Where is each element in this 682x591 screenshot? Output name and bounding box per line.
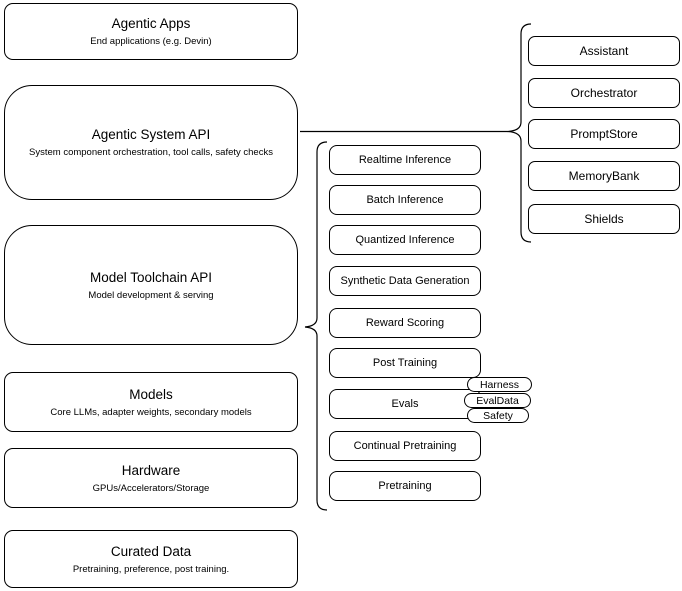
node-hardware: Hardware GPUs/Accelerators/Storage: [4, 448, 298, 508]
node-reward-scoring: Reward Scoring: [329, 308, 481, 338]
node-memorybank: MemoryBank: [528, 161, 680, 191]
node-curated-data-title: Curated Data: [110, 543, 192, 559]
node-shields: Shields: [528, 204, 680, 234]
node-quantized-inference: Quantized Inference: [329, 225, 481, 255]
node-realtime-inference: Realtime Inference: [329, 145, 481, 175]
node-agentic-system-api-subtitle: System component orchestration, tool cal…: [29, 147, 273, 158]
node-agentic-apps-subtitle: End applications (e.g. Devin): [90, 36, 212, 47]
node-agentic-apps-title: Agentic Apps: [111, 16, 191, 31]
node-continual-pretraining: Continual Pretraining: [329, 431, 481, 461]
node-models: Models Core LLMs, adapter weights, secon…: [4, 372, 298, 432]
node-synthetic-data-generation: Synthetic Data Generation: [329, 266, 481, 296]
node-batch-inference: Batch Inference: [329, 185, 481, 215]
node-orchestrator: Orchestrator: [528, 78, 680, 108]
node-hardware-title: Hardware: [121, 462, 181, 478]
node-curated-data-subtitle: Pretraining, preference, post training.: [72, 563, 230, 575]
node-agentic-apps: Agentic Apps End applications (e.g. Devi…: [4, 3, 298, 60]
node-agentic-system-api: Agentic System API System component orch…: [4, 85, 298, 200]
node-model-toolchain-api: Model Toolchain API Model development & …: [4, 225, 298, 345]
node-promptstore: PromptStore: [528, 119, 680, 149]
node-hardware-subtitle: GPUs/Accelerators/Storage: [92, 482, 210, 494]
node-curated-data: Curated Data Pretraining, preference, po…: [4, 530, 298, 588]
node-models-title: Models: [129, 386, 173, 402]
node-models-subtitle: Core LLMs, adapter weights, secondary mo…: [50, 406, 252, 418]
node-agentic-system-api-title: Agentic System API: [91, 127, 211, 142]
tag-harness: Harness: [467, 377, 532, 392]
node-pretraining: Pretraining: [329, 471, 481, 501]
node-evals: Evals: [329, 389, 481, 419]
toolchain-brace: [304, 141, 328, 511]
tag-evaldata: EvalData: [464, 393, 531, 408]
node-post-training: Post Training: [329, 348, 481, 378]
node-model-toolchain-api-title: Model Toolchain API: [89, 269, 213, 285]
node-assistant: Assistant: [528, 36, 680, 66]
tag-safety: Safety: [467, 408, 529, 423]
node-model-toolchain-api-subtitle: Model development & serving: [88, 289, 214, 301]
